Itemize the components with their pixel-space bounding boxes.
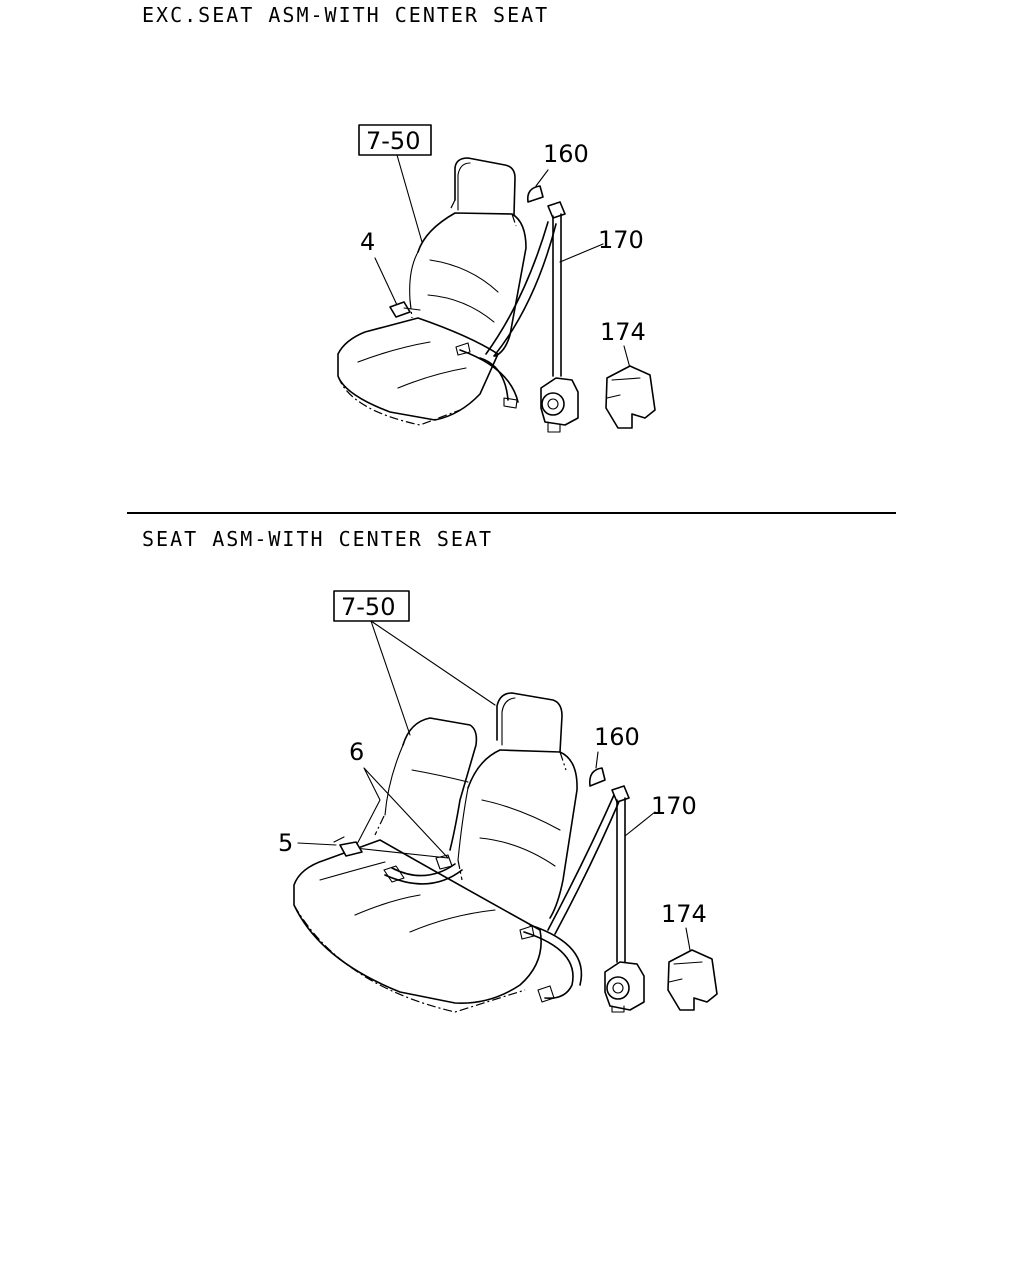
callout-4: 4 bbox=[360, 228, 375, 256]
section-2-heading: SEAT ASM-WITH CENTER SEAT bbox=[142, 527, 493, 551]
leader-line bbox=[396, 154, 423, 243]
section-1-ref-box[interactable]: 7-50 bbox=[358, 124, 432, 156]
part-170-retractor[interactable]: 170 bbox=[604, 792, 697, 1013]
callout-160: 160 bbox=[543, 140, 589, 168]
single-seat bbox=[337, 157, 557, 426]
section-2-ref-box[interactable]: 7-50 bbox=[333, 590, 410, 622]
part-170-retractor[interactable]: 170 bbox=[540, 213, 644, 433]
section-2: SEAT ASM-WITH CENTER SEAT 7-50 bbox=[142, 527, 718, 1013]
part-160-cover[interactable]: 160 bbox=[526, 140, 589, 219]
bench-seat bbox=[293, 692, 622, 1013]
leader-line bbox=[370, 620, 496, 706]
callout-174: 174 bbox=[600, 318, 646, 346]
callout-170: 170 bbox=[651, 792, 697, 820]
callout-160: 160 bbox=[594, 723, 640, 751]
section-1-heading: EXC.SEAT ASM-WITH CENTER SEAT bbox=[142, 3, 549, 27]
callout-174: 174 bbox=[661, 900, 707, 928]
section-1: EXC.SEAT ASM-WITH CENTER SEAT 7-50 bbox=[142, 3, 656, 433]
section-1-ref-label: 7-50 bbox=[366, 127, 420, 155]
part-160-cover[interactable]: 160 bbox=[588, 723, 640, 803]
callout-170: 170 bbox=[598, 226, 644, 254]
callout-6: 6 bbox=[349, 738, 364, 766]
part-4-buckle[interactable]: 4 bbox=[360, 228, 421, 318]
section-2-ref-label: 7-50 bbox=[341, 593, 395, 621]
part-174-cover[interactable]: 174 bbox=[661, 900, 718, 1011]
part-174-cover[interactable]: 174 bbox=[600, 318, 656, 429]
leader-line bbox=[370, 620, 411, 736]
part-5-buckle[interactable]: 5 bbox=[278, 829, 363, 857]
callout-5: 5 bbox=[278, 829, 293, 857]
